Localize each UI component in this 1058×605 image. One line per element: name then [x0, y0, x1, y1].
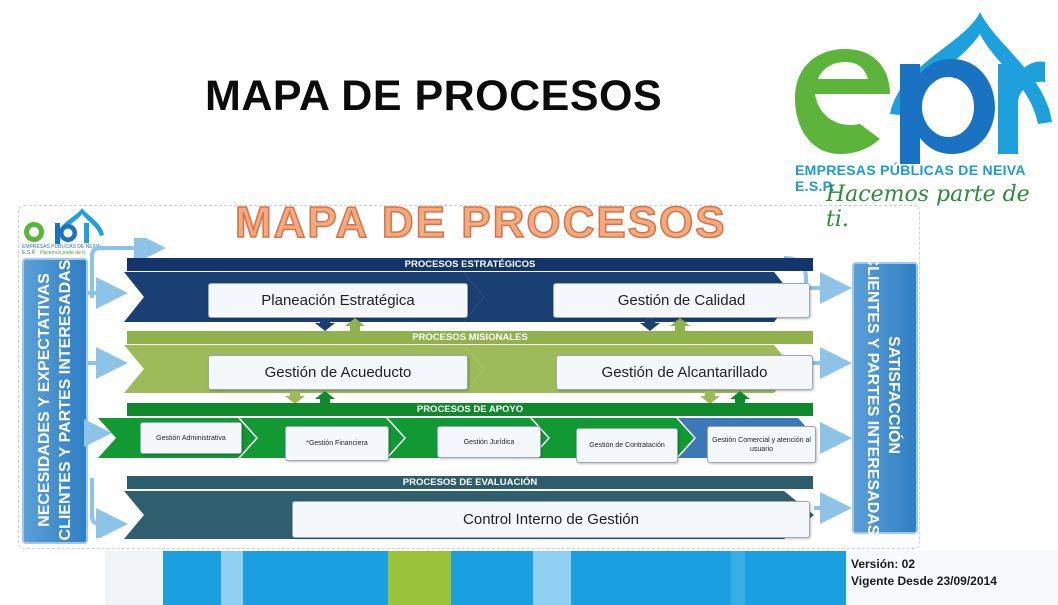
page-title: MAPA DE PROCESOS [205, 72, 663, 120]
missional-process-1: Gestión de Acueducto [208, 355, 468, 390]
version-info: Versión: 02 Vigente Desde 23/09/2014 [851, 556, 997, 590]
right-sidebar-line1: SATISFACCIÓN [885, 336, 902, 454]
epn-logo-icon [795, 12, 1052, 164]
support-process-1: Gestión Administrativa [140, 422, 242, 454]
company-slogan: Hacemos parte de ti. [826, 182, 1030, 232]
footer-strip-3 [163, 551, 221, 605]
support-bar: PROCESOS DE APOYO [127, 403, 813, 416]
missional-support-arrows [285, 391, 750, 404]
missional-bar: PROCESOS MISIONALES [127, 331, 813, 344]
flow-arrows [84, 238, 852, 538]
footer-strip-2 [105, 551, 163, 605]
small-epn-logo-icon [24, 208, 104, 244]
strategic-process-2: Gestión de Calidad [553, 283, 810, 318]
support-process-2: *Gestión Financiera [285, 426, 389, 461]
left-sidebar-line1: NECESIDADES Y EXPECTATIVAS [36, 273, 53, 527]
right-sidebar [852, 262, 918, 534]
strategic-missional-arrows [315, 318, 690, 331]
footer-strip-10 [731, 551, 745, 605]
missional-process-2: Gestión de Alcantarillado [556, 355, 813, 390]
support-process-4: Gestión de Contratación [576, 428, 678, 463]
footer-strip-1 [0, 551, 105, 605]
small-company-name: EMPRESAS PÚBLICAS DE NEIVA E.S.P. [22, 244, 100, 256]
footer-strip-6 [388, 551, 451, 605]
footer-strip-8 [533, 551, 571, 605]
small-company-slogan: Hacemos parte de ti. [40, 250, 87, 256]
diagram-subtitle: MAPA DE PROCESOS [234, 197, 727, 248]
evaluation-bar: PROCESOS DE EVALUACIÓN [127, 476, 813, 489]
support-process-5: Gestión Comercial y atención al usuario [707, 426, 816, 463]
company-name: EMPRESAS PÚBLICAS DE NEIVA E.S.P. [795, 162, 1026, 194]
evaluation-process-1: Control Interno de Gestión [292, 501, 810, 538]
footer-strip-5 [243, 551, 388, 605]
strategic-process-1: Planeación Estratégica [208, 283, 468, 318]
left-sidebar [22, 258, 88, 544]
footer-strip-4 [221, 551, 243, 605]
diagram-frame [18, 205, 920, 549]
footer-strip-7 [451, 551, 533, 605]
version-number: Versión: 02 [851, 557, 916, 571]
strategic-bar: PROCESOS ESTRATÉGICOS [127, 258, 813, 271]
right-sidebar-text: SATISFACCIÓN CLIENTES Y PARTES INTERESAD… [862, 255, 904, 536]
left-sidebar-line2: CLIENTES Y PARTES INTERESADAS [57, 259, 74, 541]
right-sidebar-line2: CLIENTES Y PARTES INTERESADAS [864, 254, 881, 536]
footer-version-panel [846, 551, 1058, 605]
footer-strip-9 [571, 551, 731, 605]
support-process-3: Gestión Jurídica [437, 426, 541, 458]
left-sidebar-text: NECESIDADES Y EXPECTATIVAS CLIENTES Y PA… [34, 260, 76, 541]
valid-date: Vigente Desde 23/09/2014 [851, 574, 997, 588]
